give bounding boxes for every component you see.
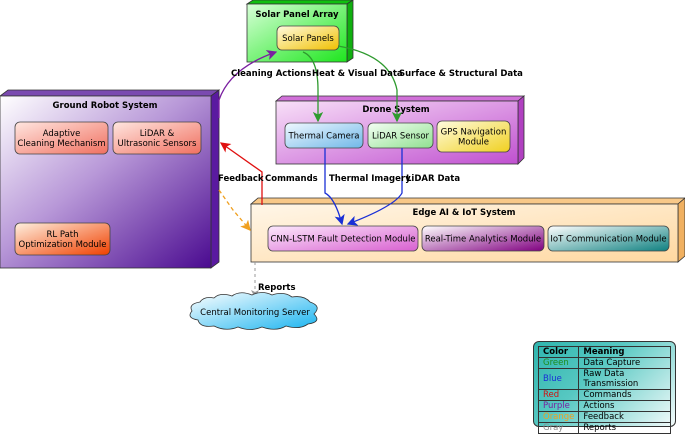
node-box bbox=[14, 121, 109, 155]
edge-heat-visual bbox=[302, 51, 324, 123]
node-label: LiDAR Sensor bbox=[372, 132, 430, 142]
node-box bbox=[14, 222, 111, 256]
node-thermal-camera: Thermal Camera bbox=[284, 122, 364, 149]
node-box bbox=[276, 25, 340, 51]
legend-meaning: Actions bbox=[578, 400, 671, 412]
edge-label-cleaning-actions: Cleaning Actions bbox=[231, 69, 311, 79]
edge-label-heat-visual: Heat & Visual Data bbox=[312, 69, 403, 79]
legend-meaning: Commands bbox=[578, 389, 671, 401]
edge-label-reports: Reports bbox=[258, 283, 296, 293]
node-label: Real-Time Analytics Module bbox=[425, 235, 541, 245]
node-iot: IoT Communication Module bbox=[547, 225, 670, 252]
node-label: Module bbox=[458, 138, 489, 148]
package-title-edge: Edge AI & IoT System bbox=[413, 208, 516, 218]
edge-commands bbox=[219, 142, 263, 205]
edge-label-feedback: Feedback bbox=[218, 174, 264, 184]
legend-color-name: Gray bbox=[537, 422, 580, 434]
node-box bbox=[367, 122, 434, 149]
node-label: Solar Panels bbox=[282, 34, 334, 44]
node-label: Thermal Camera bbox=[287, 132, 359, 142]
edge-label-commands: Commands bbox=[265, 174, 318, 184]
node-label: IoT Communication Module bbox=[550, 235, 666, 245]
node-analytics: Real-Time Analytics Module bbox=[421, 225, 545, 252]
node-label: Adaptive bbox=[43, 129, 81, 139]
cloud-central-monitoring-server: Central Monitoring Server bbox=[189, 292, 318, 330]
legend-meaning: Reports bbox=[578, 422, 671, 434]
legend-header-color: Color bbox=[537, 346, 580, 358]
node-box bbox=[421, 225, 545, 252]
edge-cleaning-actions bbox=[218, 50, 278, 118]
legend-header-meaning: Meaning bbox=[578, 346, 671, 358]
node-label: Cleaning Mechanism bbox=[17, 139, 105, 149]
node-label: LiDAR & bbox=[140, 129, 175, 139]
node-label: RL Path bbox=[46, 230, 78, 240]
node-box bbox=[267, 225, 419, 252]
cloud-label: Central Monitoring Server bbox=[200, 308, 310, 318]
node-box bbox=[436, 120, 511, 153]
legend-meaning: Raw Data Transmission bbox=[578, 368, 671, 390]
edge-label-surface-structural: Surface & Structural Data bbox=[399, 69, 523, 79]
edge-surface-structural bbox=[337, 45, 403, 123]
node-box bbox=[112, 121, 202, 155]
edge-lidar-data bbox=[346, 148, 403, 226]
edge-label-thermal-imagery: Thermal Imagery bbox=[329, 174, 411, 184]
legend-color-name: Green bbox=[537, 357, 580, 369]
package-title-drone: Drone System bbox=[362, 105, 429, 115]
node-solar-panels: Solar Panels bbox=[276, 25, 340, 51]
node-lidar-sensor: LiDAR Sensor bbox=[367, 122, 434, 149]
node-box bbox=[284, 122, 364, 149]
legend-color-name: Red bbox=[537, 389, 580, 401]
package-title-ground: Ground Robot System bbox=[53, 101, 158, 111]
node-label: Ultrasonic Sensors bbox=[118, 139, 198, 149]
node-label: Optimization Module bbox=[19, 240, 107, 250]
legend-color-name: Purple bbox=[537, 400, 580, 412]
edge-thermal-imagery bbox=[324, 148, 345, 226]
node-label: CNN-LSTM Fault Detection Module bbox=[270, 235, 415, 245]
legend-color-name: Orange bbox=[537, 411, 580, 423]
legend-color-name: Blue bbox=[537, 368, 580, 390]
edge-label-lidar-data: LiDAR Data bbox=[406, 174, 460, 184]
node-lidar-ultrasonic: LiDAR &Ultrasonic Sensors bbox=[112, 121, 202, 155]
edges: Cleaning Actions Heat & Visual Data Surf… bbox=[218, 45, 523, 298]
edge-feedback bbox=[218, 189, 251, 231]
package-title-solar: Solar Panel Array bbox=[255, 10, 339, 20]
legend-meaning: Data Capture bbox=[578, 357, 671, 369]
node-box bbox=[547, 225, 670, 252]
node-label: GPS Navigation bbox=[441, 128, 507, 138]
legend-meaning: Feedback bbox=[578, 411, 671, 423]
node-cnn-lstm: CNN-LSTM Fault Detection Module bbox=[267, 225, 419, 252]
